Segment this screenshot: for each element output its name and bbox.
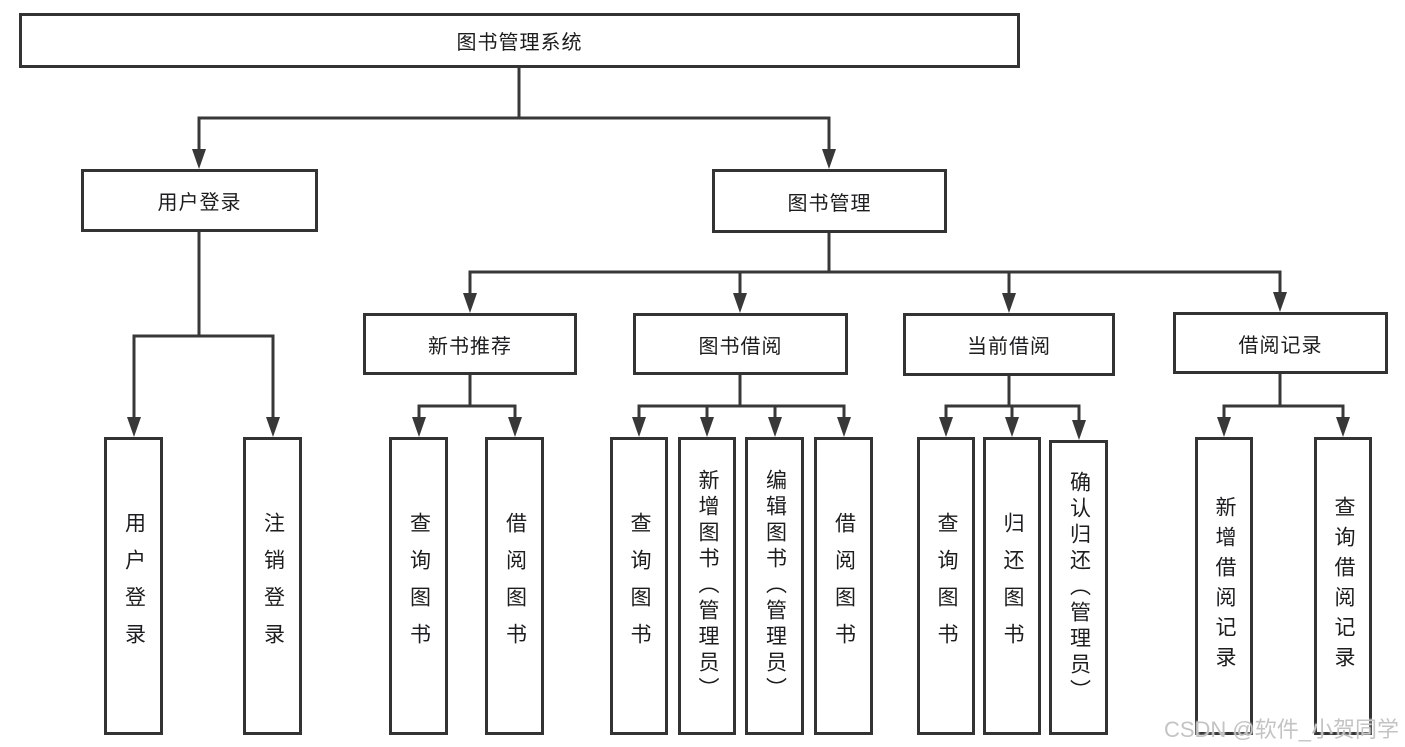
node-label: 新增借阅记录 [1213,496,1236,676]
leaf-logout: 注销登录 [243,437,302,735]
node-label: 查询借阅记录 [1332,496,1355,676]
node-label: 查询图书 [407,512,431,660]
node-label: 新书推荐 [428,335,512,358]
leaf-query-books-3: 查询图书 [917,437,975,735]
node-new-book-recommend: 新书推荐 [363,313,577,375]
leaf-query-books-2: 查询图书 [610,437,668,735]
node-label: 借阅记录 [1238,334,1323,357]
leaf-borrow-books-2: 借阅图书 [814,437,873,735]
node-book-borrow: 图书借阅 [633,313,848,375]
csdn-watermark: CSDN @软件_小贺同学 [1163,717,1399,742]
node-label: 注销登录 [261,512,285,660]
leaf-query-borrow-record: 查询借阅记录 [1314,437,1372,735]
node-label: 用户登录 [157,192,242,214]
node-label: 归还图书 [1001,512,1024,660]
leaf-add-borrow-record: 新增借阅记录 [1195,437,1253,735]
leaf-confirm-return-admin: 确认归还（管理员） [1049,440,1108,735]
leaf-query-books-1: 查询图书 [389,437,448,735]
node-label: 新增图书（管理员） [696,469,719,703]
node-borrow-record: 借阅记录 [1173,312,1388,374]
node-label: 图书管理 [787,192,872,215]
node-label: 当前借阅 [967,336,1051,358]
leaf-borrow-books-1: 借阅图书 [485,437,544,735]
node-user-login-branch: 用户登录 [81,169,318,232]
node-label: 图书借阅 [698,335,783,358]
node-label: 图书管理系统 [456,32,583,54]
leaf-edit-books-admin: 编辑图书（管理员） [745,437,804,735]
node-label: 编辑图书（管理员） [763,469,787,703]
node-current-borrow: 当前借阅 [903,313,1115,376]
node-root-system: 图书管理系统 [19,13,1020,68]
node-label: 借阅图书 [503,512,527,660]
node-book-management: 图书管理 [712,169,947,233]
node-label: 借阅图书 [832,512,856,660]
leaf-user-login: 用户登录 [104,437,163,735]
node-label: 用户登录 [122,512,146,660]
node-label: 确认归还（管理员） [1067,470,1091,705]
leaf-return-books: 归还图书 [983,437,1041,735]
node-label: 查询图书 [628,512,651,660]
leaf-add-books-admin: 新增图书（管理员） [678,437,736,735]
node-label: 查询图书 [935,512,958,660]
